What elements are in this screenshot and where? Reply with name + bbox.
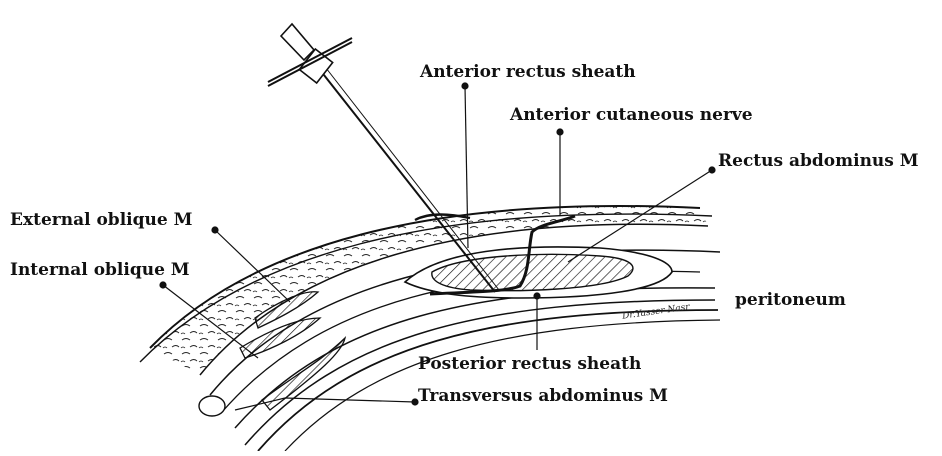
posterior-rectus-sheath-label: Posterior rectus sheath [418,356,641,373]
peritoneum-label: peritoneum [735,292,846,309]
anterior-rectus-sheath-label: Anterior rectus sheath [420,64,636,81]
external-oblique-label: External oblique M [10,212,192,229]
rectus-abdominus-label: Rectus abdominus M [718,153,919,170]
peritoneum-line [258,310,718,451]
vessel-ellipse [199,396,225,416]
anterior-cutaneous-nerve-label: Anterior cutaneous nerve [510,107,753,124]
transversus-abdominus-label: Transversus abdominus M [418,388,668,405]
internal-oblique-label: Internal oblique M [10,262,190,279]
